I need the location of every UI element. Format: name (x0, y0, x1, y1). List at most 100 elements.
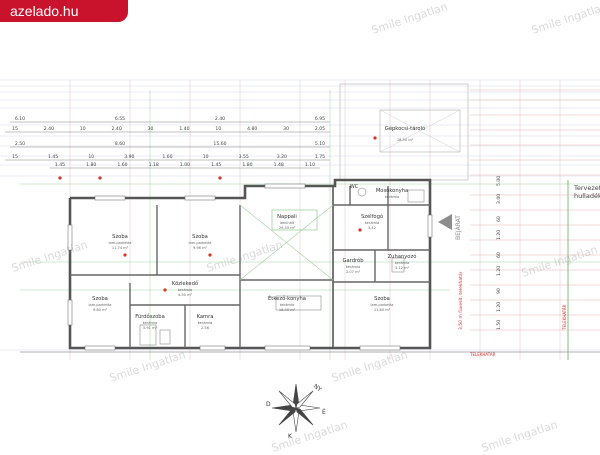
right-area-hatching (470, 89, 600, 331)
dimension-row1-3: 6.95 (315, 116, 325, 122)
fixtures (139, 187, 425, 346)
room-name: Gépkocsi-tároló (385, 125, 425, 132)
room-area: 9.80 m² (93, 308, 108, 312)
dimension-row3-2: 15.60 (213, 141, 226, 147)
room-name: Közlekedő (172, 281, 198, 287)
room-area: 3.42 (368, 226, 376, 230)
room-name: WC (350, 184, 359, 190)
room-floor: kerámia (143, 321, 158, 325)
side-dimension-5: 1.20 (496, 230, 502, 240)
room-name: Szoba (112, 234, 128, 240)
dimension-row5-3: 1.18 (149, 162, 159, 168)
dimension-row4-5: 10 (203, 154, 209, 160)
room-floor: kerámia (280, 303, 295, 307)
dimension-row1-2: 2.40 (215, 116, 225, 122)
dimension-row2-3: 2.40 (112, 126, 122, 132)
dimension-row1-1: 6.55 (115, 116, 125, 122)
room-name: Mosókonyha (376, 187, 408, 194)
dimension-row3-3: 5.10 (315, 141, 325, 147)
room-floor: lam.parketta (89, 303, 112, 307)
compass-west: D (266, 401, 271, 408)
room-area: 29.55 m² (279, 226, 296, 230)
compass-north: NY (312, 383, 323, 394)
side-dimension-0: 1.50 (496, 320, 502, 330)
entrance-label: BEJÁRAT (455, 215, 462, 240)
dimension-row5-1: 1.80 (86, 162, 96, 168)
compass: NY D É K (266, 383, 326, 440)
garage-outline (339, 83, 469, 181)
room-name: Gardrób (342, 257, 364, 264)
entrance-arrow (438, 214, 452, 230)
side-dimension-2: 90 (496, 288, 502, 294)
dimension-row4-4: 1.60 (162, 154, 172, 160)
dimension-row2-5: 1.40 (179, 126, 189, 132)
room-area: 4.50 m² (178, 293, 193, 297)
planned-label: Tervezett (573, 184, 600, 192)
dimension-row4-8: 1.75 (315, 154, 325, 160)
dimension-row5-2: 1.60 (117, 162, 127, 168)
dimension-row4-0: 15 (12, 154, 18, 160)
room-floor: kerámia (346, 265, 361, 269)
room-area: 16.40 m² (279, 308, 296, 312)
property-border-label-bottom: TELEKHATÁR (469, 352, 496, 357)
dimension-row2-1: 2.40 (44, 126, 54, 132)
dimension-row5-5: 1.45 (211, 162, 221, 168)
waste-label: hulladék (574, 192, 600, 200)
site-badge-link[interactable]: azelado.hu (0, 0, 128, 22)
dimension-row5-7: 1.48 (274, 162, 284, 168)
dimension-row4-7: 3.20 (277, 154, 287, 160)
dimension-row5-0: 1.45 (55, 162, 65, 168)
room-name: Kamra (197, 314, 214, 320)
windows (67, 183, 433, 351)
side-dimension-3: 1.20 (496, 266, 502, 276)
green-guides (20, 90, 600, 360)
room-name: Szélfogó (361, 213, 383, 220)
house-walls (68, 178, 432, 350)
dimension-row2-8: 30 (283, 126, 289, 132)
room-name: Szoba (92, 296, 108, 302)
room-name: Fürdőszoba (135, 314, 165, 320)
property-border-label: TELEKHATÁR (562, 304, 567, 331)
side-dimension-1: 1.20 (496, 302, 502, 312)
side-dimension-4: 60 (496, 252, 502, 258)
dimension-row2-9: 2.05 (315, 126, 325, 132)
level-markers (58, 136, 377, 292)
side-dimension-7: 3.00 (496, 194, 502, 204)
compass-east: É (322, 408, 326, 416)
room-area: 18.50 m² (397, 138, 414, 142)
room-name: Szoba (374, 296, 390, 302)
room-floor: lam.parketta (371, 303, 394, 307)
dimension-row5-8: 1.10 (305, 162, 315, 168)
room-area: 11.60 m² (374, 308, 391, 312)
room-floor: kerámia (198, 321, 213, 325)
dimension-row3-1: 8.60 (115, 141, 125, 147)
room-floor: kerámia (365, 221, 380, 225)
dimension-row2-2: 10 (80, 126, 86, 132)
room-area: 11.74 m² (112, 246, 129, 250)
room-floor: lam.parketta (109, 241, 132, 245)
room-goszkocsi: Gépkocsi-tároló 18.50 m² (385, 125, 425, 142)
dimension-row5-6: 1.80 (242, 162, 252, 168)
dimension-row4-6: 3.55 (239, 154, 249, 160)
dimension-row2-7: 4.80 (247, 126, 257, 132)
room-area: 5.91 m² (143, 326, 158, 330)
room-floor: kerámia (395, 261, 410, 265)
room-floor: kerámia (178, 288, 193, 292)
room-floor: lam.parketta (189, 241, 212, 245)
room-wc: WC (350, 184, 359, 190)
dimension-row4-3: 3.90 (124, 154, 134, 160)
